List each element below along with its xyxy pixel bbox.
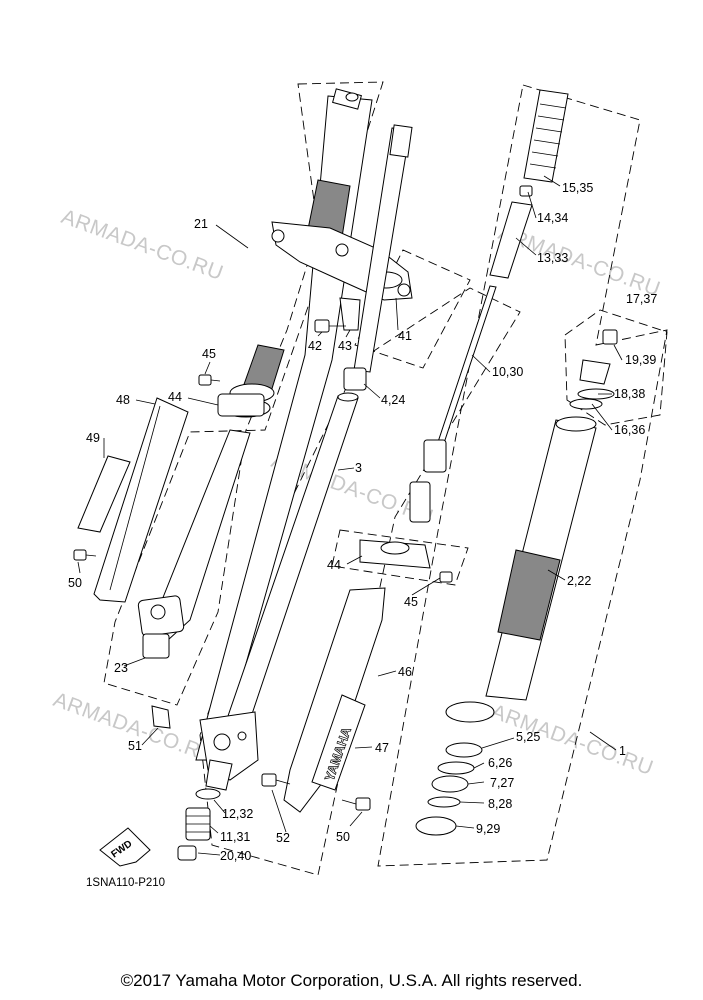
seal-12-32 bbox=[195, 788, 221, 800]
left-axle-hole bbox=[150, 604, 166, 620]
label-11-31: 11,31 bbox=[220, 830, 250, 844]
label-49: 49 bbox=[86, 431, 100, 445]
rod-segment bbox=[423, 439, 447, 473]
watermark-4: ARMADA-CO.RU bbox=[50, 688, 218, 768]
fork-guard-48 bbox=[93, 397, 189, 603]
upper-clamp-bolt-b bbox=[335, 243, 349, 257]
label-18-38: 18,38 bbox=[614, 387, 645, 401]
label-46: 46 bbox=[398, 665, 412, 679]
label-6-26: 6,26 bbox=[488, 756, 512, 770]
washer-6-26 bbox=[437, 761, 475, 775]
label-50-center: 50 bbox=[336, 830, 350, 844]
bolt-50-left bbox=[73, 549, 97, 561]
washer-18-38 bbox=[577, 388, 615, 400]
label-51: 51 bbox=[128, 739, 142, 753]
oring-16-36 bbox=[569, 398, 603, 410]
cap-19-39 bbox=[579, 359, 611, 385]
plug-20-40 bbox=[177, 845, 197, 861]
outline-cap-kit bbox=[564, 309, 668, 426]
label-44-center: 44 bbox=[327, 558, 341, 572]
label-21: 21 bbox=[194, 217, 208, 231]
outline-lower-bracket bbox=[331, 529, 469, 586]
label-13-33: 13,33 bbox=[537, 251, 568, 265]
bolt-19-39 bbox=[602, 329, 618, 345]
label-45-center: 45 bbox=[404, 595, 418, 609]
diagram-code: 1SNA110-P210 bbox=[86, 877, 166, 889]
label-5-25: 5,25 bbox=[516, 730, 540, 744]
fwd-arrow-icon: FWD bbox=[99, 827, 151, 867]
fork-guard-46: YAMAHA bbox=[283, 587, 386, 813]
label-2-22: 2,22 bbox=[567, 574, 591, 588]
seal-7-27 bbox=[431, 775, 469, 793]
guard-sticker-49 bbox=[77, 455, 131, 533]
clamp-44-left bbox=[217, 393, 265, 417]
label-14-34: 14,34 bbox=[537, 211, 568, 225]
left-cap-top bbox=[345, 92, 359, 102]
label-44-left: 44 bbox=[168, 390, 182, 404]
label-10-30: 10,30 bbox=[492, 365, 523, 379]
label-50-left: 50 bbox=[68, 576, 82, 590]
leader-lines bbox=[77, 175, 623, 856]
label-23: 23 bbox=[114, 661, 128, 675]
right-outer-tube bbox=[445, 416, 597, 723]
lower-clamp-44-center bbox=[359, 539, 453, 583]
nut-14-34 bbox=[519, 185, 533, 197]
bolt-52 bbox=[261, 773, 291, 787]
spring-15-35 bbox=[523, 89, 569, 183]
inner-tube-top bbox=[337, 392, 359, 402]
label-1: 1 bbox=[619, 744, 626, 758]
label-3: 3 bbox=[355, 461, 362, 475]
part-labels: 21 45 44 48 49 50 23 51 12,32 11,31 20,4… bbox=[68, 181, 657, 863]
dust-seal-9-29 bbox=[415, 816, 457, 836]
label-7-27: 7,27 bbox=[490, 776, 514, 790]
copyright-notice: ©2017 Yamaha Motor Corporation, U.S.A. A… bbox=[120, 971, 583, 990]
left-bottom-block bbox=[142, 633, 170, 659]
label-52: 52 bbox=[276, 831, 290, 845]
clip-8-28 bbox=[427, 796, 461, 808]
bolt-45-left bbox=[198, 374, 221, 386]
rod-segment-2 bbox=[409, 481, 431, 523]
bushing-5-25 bbox=[445, 742, 483, 758]
label-9-29: 9,29 bbox=[476, 822, 500, 836]
guard-sticker-47 bbox=[311, 694, 366, 791]
label-20-40: 20,40 bbox=[220, 849, 251, 863]
watermark-5: ARMADA-CO.RU bbox=[488, 700, 656, 780]
rod-10-30 bbox=[433, 285, 497, 456]
outline-right-fork bbox=[377, 84, 668, 867]
clip-51 bbox=[151, 705, 171, 729]
label-16-36: 16,36 bbox=[614, 423, 645, 437]
cap-kit bbox=[569, 329, 618, 410]
right-lower-stack bbox=[415, 742, 483, 836]
steering-stem bbox=[339, 124, 413, 373]
label-8-28: 8,28 bbox=[488, 797, 512, 811]
stem-top-thread bbox=[389, 124, 413, 158]
label-41: 41 bbox=[398, 329, 412, 343]
label-15-35: 15,35 bbox=[562, 181, 593, 195]
upper-clamp-bolt-a bbox=[271, 229, 285, 243]
bushing-4 bbox=[343, 367, 367, 391]
lower-stub bbox=[205, 759, 233, 791]
center-fork-assembly bbox=[199, 367, 367, 791]
sleeve-13-33 bbox=[489, 201, 533, 279]
label-43: 43 bbox=[338, 339, 352, 353]
outline-left-fork bbox=[103, 81, 384, 706]
label-45-left: 45 bbox=[202, 347, 216, 361]
stem-bracket-43 bbox=[339, 297, 361, 331]
upper-clamp-bolt-c bbox=[397, 283, 411, 297]
label-17-37: 17,37 bbox=[626, 292, 657, 306]
label-19-39: 19,39 bbox=[625, 353, 656, 367]
label-4-24: 4,24 bbox=[381, 393, 405, 407]
label-48: 48 bbox=[116, 393, 130, 407]
label-47: 47 bbox=[375, 741, 389, 755]
damper-rod-assembly bbox=[409, 89, 569, 523]
label-12-32: 12,32 bbox=[222, 807, 253, 821]
spring-11-31 bbox=[185, 807, 211, 841]
label-42: 42 bbox=[308, 339, 322, 353]
bolt-50-center bbox=[341, 797, 371, 811]
